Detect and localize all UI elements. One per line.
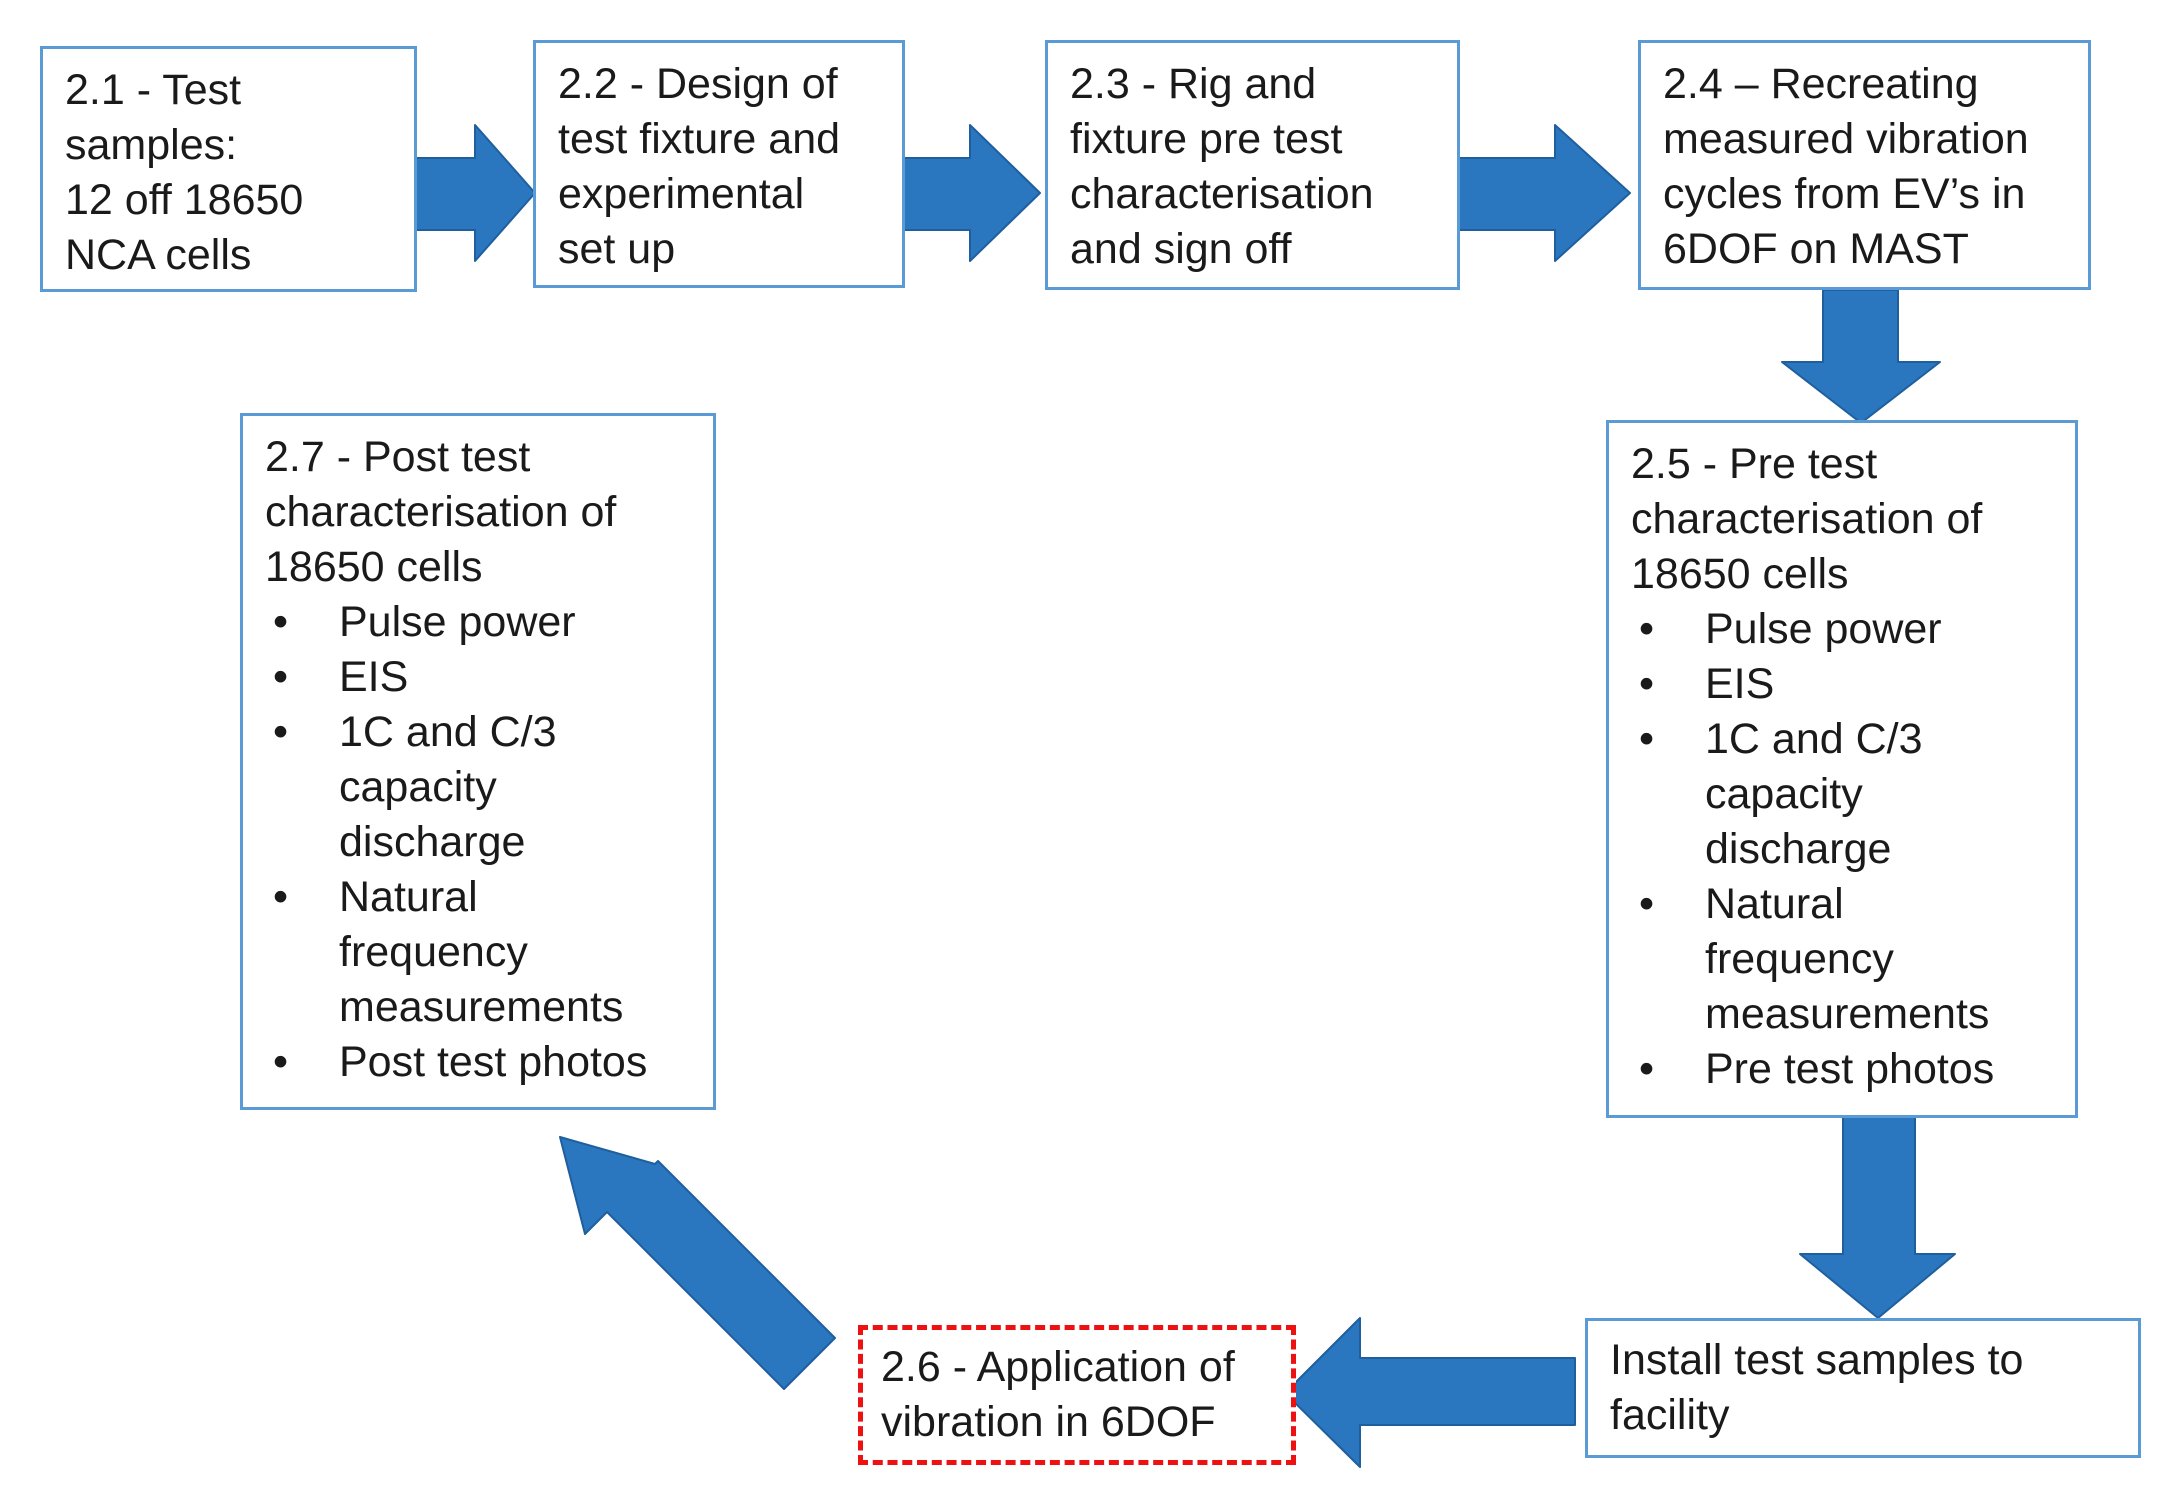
step-2-3-line: 2.3 - Rig and: [1070, 60, 1317, 108]
step-2-6-box: 2.6 - Application of vibration in 6DOF: [858, 1325, 1296, 1465]
step-2-4-line: measured vibration: [1663, 115, 2029, 163]
step-2-3-line: and sign off: [1070, 225, 1292, 273]
bullet-item: Natural frequency measurements: [1631, 877, 2053, 1042]
step-2-4-box: 2.4 – Recreating measured vibration cycl…: [1638, 40, 2091, 290]
step-2-5-line: 18650 cells: [1631, 550, 1849, 598]
bullet-item: EIS: [1631, 657, 2053, 712]
step-2-5-bullet-list: Pulse power EIS 1C and C/3 capacity disc…: [1631, 602, 2053, 1097]
step-2-4-line: cycles from EV’s in: [1663, 170, 2026, 218]
bullet-text: EIS: [1705, 660, 1775, 708]
install-line: Install test samples to: [1610, 1336, 2024, 1384]
step-2-4-line: 2.4 – Recreating: [1663, 60, 1979, 108]
step-2-5-line: 2.5 - Pre test: [1631, 440, 1878, 488]
step-2-2-line: test fixture and: [558, 115, 841, 163]
step-2-1-box: 2.1 - Test samples: 12 off 18650 NCA cel…: [40, 46, 417, 292]
bullet-item: Post test photos: [265, 1035, 691, 1090]
step-2-1-line: NCA cells: [65, 231, 252, 279]
bullet-text: Natural: [339, 873, 478, 921]
bullet-text: frequency: [1705, 935, 1894, 983]
bullet-item: Pulse power: [265, 595, 691, 650]
step-2-1-line: 12 off 18650: [65, 176, 304, 224]
arrow-2-6-to-2-7: [559, 1136, 836, 1390]
step-2-5-box: 2.5 - Pre test characterisation of 18650…: [1606, 420, 2078, 1118]
bullet-text: capacity: [339, 763, 497, 811]
bullet-text: measurements: [1705, 990, 1990, 1038]
bullet-item: 1C and C/3 capacity discharge: [265, 705, 691, 870]
bullet-text: discharge: [339, 818, 526, 866]
bullet-text: measurements: [339, 983, 624, 1031]
step-2-3-box: 2.3 - Rig and fixture pre test character…: [1045, 40, 1460, 290]
step-2-2-box: 2.2 - Design of test fixture and experim…: [533, 40, 905, 288]
step-2-7-bullet-list: Pulse power EIS 1C and C/3 capacity disc…: [265, 595, 691, 1090]
step-2-1-line: samples:: [65, 121, 238, 169]
install-box: Install test samples to facility: [1585, 1318, 2141, 1458]
step-2-4-line: 6DOF on MAST: [1663, 225, 1969, 273]
step-2-7-line: 2.7 - Post test: [265, 433, 531, 481]
bullet-item: 1C and C/3 capacity discharge: [1631, 712, 2053, 877]
bullet-item: Pulse power: [1631, 602, 2053, 657]
step-2-3-line: characterisation: [1070, 170, 1374, 218]
bullet-text: discharge: [1705, 825, 1892, 873]
bullet-text: capacity: [1705, 770, 1863, 818]
step-2-3-line: fixture pre test: [1070, 115, 1343, 163]
bullet-text: Post test photos: [339, 1038, 648, 1086]
step-2-6-line: vibration in 6DOF: [881, 1398, 1216, 1446]
step-2-2-line: set up: [558, 225, 676, 273]
step-2-5-line: characterisation of: [1631, 495, 1983, 543]
bullet-text: 1C and C/3: [1705, 715, 1923, 763]
bullet-text: EIS: [339, 653, 409, 701]
bullet-item: Pre test photos: [1631, 1042, 2053, 1097]
arrow-2-4-to-2-5: [1781, 289, 1941, 424]
bullet-text: Pulse power: [1705, 605, 1942, 653]
arrow-2-5-to-install: [1799, 1112, 1956, 1319]
install-line: facility: [1610, 1391, 1730, 1439]
step-2-2-line: 2.2 - Design of: [558, 60, 838, 108]
bullet-item: Natural frequency measurements: [265, 870, 691, 1035]
arrow-install-to-2-6: [1284, 1317, 1576, 1468]
step-2-7-box: 2.7 - Post test characterisation of 1865…: [240, 413, 716, 1110]
step-2-2-line: experimental: [558, 170, 805, 218]
bullet-text: Pulse power: [339, 598, 576, 646]
step-2-1-line: 2.1 - Test: [65, 66, 242, 114]
bullet-text: Pre test photos: [1705, 1045, 1995, 1093]
step-2-6-line: 2.6 - Application of: [881, 1343, 1235, 1391]
bullet-text: frequency: [339, 928, 528, 976]
bullet-text: 1C and C/3: [339, 708, 557, 756]
arrow-2-3-to-2-4: [1429, 124, 1631, 262]
step-2-7-line: 18650 cells: [265, 543, 483, 591]
bullet-item: EIS: [265, 650, 691, 705]
bullet-text: Natural: [1705, 880, 1844, 928]
step-2-7-line: characterisation of: [265, 488, 617, 536]
